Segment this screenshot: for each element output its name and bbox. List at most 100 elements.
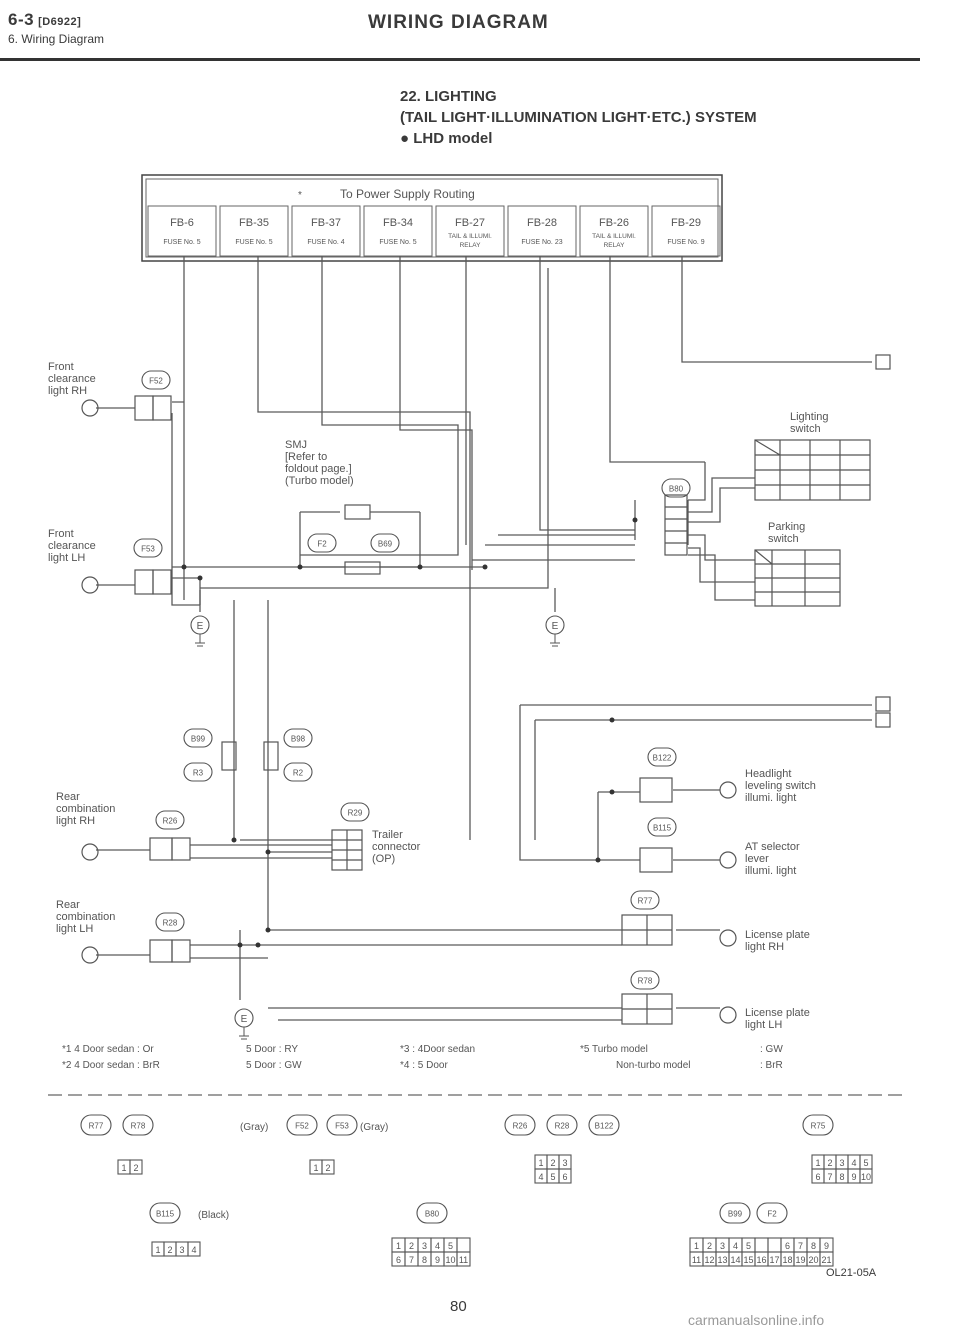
connector-b69 — [370, 533, 400, 553]
svg-text:20: 20 — [808, 1255, 818, 1265]
table-f53-text: F53 — [335, 1122, 349, 1131]
connector-b99-text: B99 — [191, 735, 206, 744]
svg-text:9: 9 — [435, 1255, 440, 1265]
table-b80-text: B80 — [425, 1210, 440, 1219]
fuse-id: FB-29 — [671, 217, 701, 229]
svg-text:7: 7 — [798, 1241, 803, 1251]
subsection-title: 6. Wiring Diagram — [8, 32, 105, 46]
connector-b115-text: B115 — [653, 824, 672, 833]
fuse-sub: FUSE No. 9 — [667, 239, 704, 246]
fuse-sub: FUSE No. 5 — [163, 239, 200, 246]
footnote-3: *3 : 4Door sedan — [400, 1044, 475, 1055]
fuse-sub: FUSE No. 4 — [307, 239, 344, 246]
ground-lines — [550, 634, 560, 647]
fuse-sub: FUSE No. 5 — [379, 239, 416, 246]
svg-text:4: 4 — [733, 1241, 738, 1251]
svg-text:5: 5 — [863, 1158, 868, 1168]
svg-text:5: 5 — [448, 1241, 453, 1251]
table-r77-text: R77 — [89, 1122, 104, 1131]
fuse-sub: RELAY — [604, 242, 625, 249]
svg-text:7: 7 — [409, 1255, 414, 1265]
svg-text:8: 8 — [839, 1172, 844, 1182]
connector-b69-text: B69 — [378, 540, 393, 549]
fuse-id: FB-28 — [527, 217, 557, 229]
svg-text:1: 1 — [121, 1163, 126, 1173]
svg-text:1: 1 — [538, 1158, 543, 1168]
fuse-cell — [291, 205, 361, 257]
svg-text:11: 11 — [459, 1255, 468, 1265]
table-b99 — [719, 1202, 751, 1224]
svg-text:1: 1 — [694, 1241, 699, 1251]
footnote-5a: : GW — [760, 1044, 783, 1055]
table-f2 — [756, 1202, 788, 1224]
table-r77 — [80, 1114, 112, 1136]
power-supply-box: To Power Supply Routing * — [141, 174, 723, 262]
table-r28 — [546, 1114, 578, 1136]
connector-r77-text: R77 — [638, 897, 653, 906]
fuse-id: FB-37 — [311, 217, 341, 229]
svg-text:4: 4 — [851, 1158, 856, 1168]
fuse-cell — [219, 205, 289, 257]
connector-r3-text: R3 — [193, 769, 204, 778]
svg-text:5: 5 — [746, 1241, 751, 1251]
page-number: 80 — [450, 1298, 467, 1315]
fuse-cell — [579, 205, 649, 257]
svg-text:15: 15 — [743, 1255, 753, 1265]
fuse-cell — [435, 205, 505, 257]
svg-text:14: 14 — [730, 1255, 740, 1265]
svg-text:11: 11 — [692, 1255, 701, 1265]
table-r75 — [802, 1114, 834, 1136]
svg-text:2: 2 — [827, 1158, 832, 1168]
connector-b98-text: B98 — [291, 735, 306, 744]
svg-text:1: 1 — [155, 1245, 160, 1255]
fuse-sub: RELAY — [460, 242, 481, 249]
table-r26 — [504, 1114, 536, 1136]
svg-text:6: 6 — [785, 1241, 790, 1251]
footnote-4: *4 : 5 Door — [400, 1060, 448, 1071]
svg-text:12: 12 — [704, 1255, 714, 1265]
table-f52-text: F52 — [295, 1122, 309, 1131]
svg-text:9: 9 — [851, 1172, 856, 1182]
fuse-cell — [651, 205, 721, 257]
svg-text:1: 1 — [396, 1241, 401, 1251]
connector-b115 — [647, 817, 677, 837]
power-header: To Power Supply Routing — [340, 187, 475, 201]
connector-r2-text: R2 — [293, 769, 304, 778]
ground-label: E — [197, 621, 204, 632]
connector-f2-text: F2 — [317, 540, 327, 549]
fuse-sub: TAIL & ILLUMI. — [592, 233, 636, 240]
connector-r28-text: R28 — [163, 919, 178, 928]
connector-f52-text: F52 — [149, 377, 163, 386]
page-title: WIRING DIAGRAM — [368, 12, 549, 33]
header-rule — [0, 58, 920, 61]
svg-text:18: 18 — [782, 1255, 792, 1265]
svg-text:3: 3 — [422, 1241, 427, 1251]
table-b115-text: B115 — [156, 1210, 175, 1219]
ground-lines — [195, 634, 205, 647]
table-b122 — [588, 1114, 620, 1136]
svg-text:6: 6 — [562, 1172, 567, 1182]
svg-text:2: 2 — [325, 1163, 330, 1173]
footnote-2: *2 4 Door sedan : BrR — [62, 1060, 160, 1071]
fuse-sub: FUSE No. 5 — [235, 239, 272, 246]
diagram-title: 22. LIGHTING (TAIL LIGHT·ILLUMINATION LI… — [400, 88, 757, 147]
fuse-cell — [507, 205, 577, 257]
connector-r77 — [630, 890, 660, 910]
table-b80 — [416, 1202, 448, 1224]
table-f52 — [286, 1114, 318, 1136]
